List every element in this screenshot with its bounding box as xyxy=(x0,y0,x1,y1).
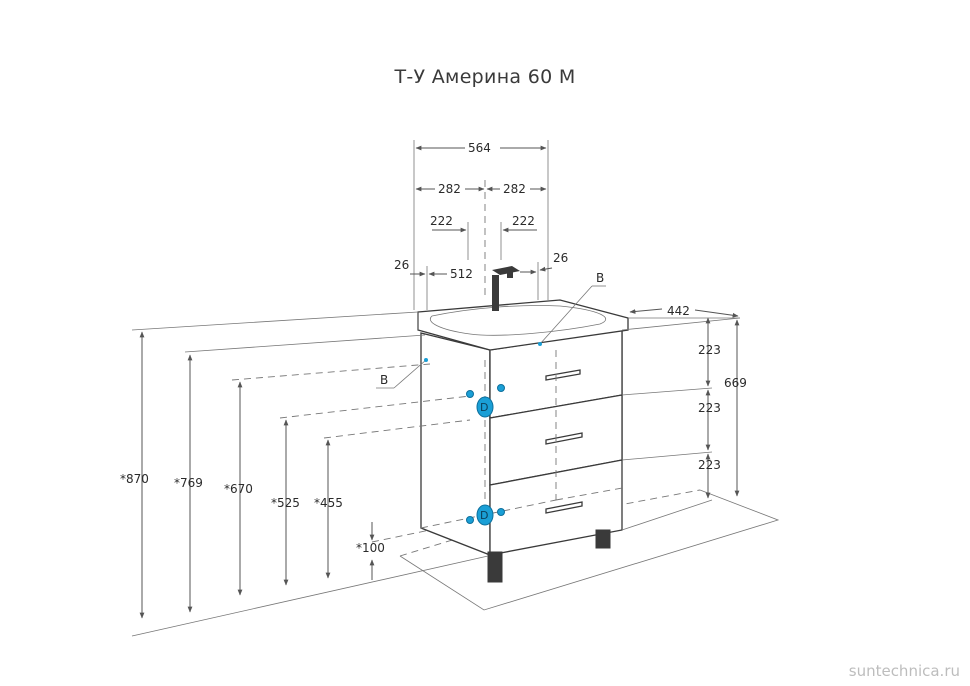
dim-512: 512 xyxy=(450,267,473,281)
label-b-side xyxy=(376,358,428,389)
drawer-handle-3 xyxy=(545,501,583,514)
dim-282-left: 282 xyxy=(438,182,461,196)
drawer-handle-1 xyxy=(545,369,581,381)
leg-front-left xyxy=(487,551,503,583)
dim-670: *670 xyxy=(224,482,253,496)
connection-points xyxy=(466,384,505,526)
dim-drawer-3: 223 xyxy=(698,458,721,472)
dimension-heights xyxy=(131,311,489,637)
label-d-bottom: D xyxy=(480,509,488,522)
dimension-drawers xyxy=(621,317,741,531)
dimension-442 xyxy=(628,308,740,319)
dim-100: *100 xyxy=(356,541,385,555)
label-b-side-text: B xyxy=(380,373,388,387)
dim-26-right: 26 xyxy=(553,251,568,265)
dim-26-left: 26 xyxy=(394,258,409,272)
dim-455: *455 xyxy=(314,496,343,510)
dim-870: *870 xyxy=(120,472,149,486)
dim-442: 442 xyxy=(667,304,690,318)
dim-769: *769 xyxy=(174,476,203,490)
watermark: suntechnica.ru xyxy=(848,662,960,680)
faucet-icon xyxy=(492,266,520,311)
drain-marker-top xyxy=(476,396,494,418)
dim-drawer-1: 223 xyxy=(698,343,721,357)
label-b-top-text: B xyxy=(596,271,604,285)
dim-669: 669 xyxy=(724,376,747,390)
basin xyxy=(417,299,629,351)
label-b-top xyxy=(538,285,606,346)
dim-564: 564 xyxy=(468,141,491,155)
dim-222-left: 222 xyxy=(430,214,453,228)
dimension-564 xyxy=(413,140,549,310)
label-d-top: D xyxy=(480,401,488,414)
dim-drawer-2: 223 xyxy=(698,401,721,415)
drain-marker-bottom xyxy=(476,504,494,526)
page-title: Т-У Америна 60 М xyxy=(394,66,576,88)
dim-282-right: 282 xyxy=(503,182,526,196)
dimension-512 xyxy=(410,262,553,310)
cabinet xyxy=(420,329,623,583)
leg-front-right xyxy=(595,529,611,549)
dim-222-right: 222 xyxy=(512,214,535,228)
dim-525: *525 xyxy=(271,496,300,510)
dimension-222 xyxy=(432,222,537,260)
drawer-handle-2 xyxy=(545,432,583,445)
